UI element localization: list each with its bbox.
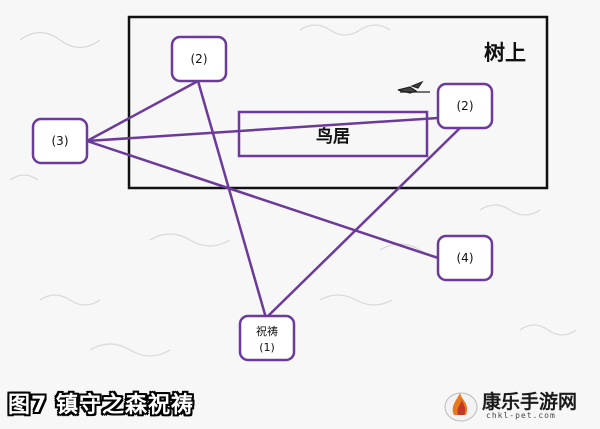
path-line-3-to-4 bbox=[86, 139, 439, 260]
figure-caption: 图7 镇守之森祝祷 bbox=[8, 393, 194, 418]
node-4-label: (4) bbox=[457, 251, 474, 265]
caption-bar: 图7 镇守之森祝祷 康乐手游网 chkl-pet.com bbox=[0, 381, 600, 429]
tree-region-frame bbox=[127, 15, 549, 190]
path-line-3-to-2b bbox=[86, 116, 439, 143]
torii-label: 鸟居 bbox=[316, 126, 350, 147]
bird-sketch-icon bbox=[397, 80, 430, 94]
flame-logo-icon bbox=[444, 392, 478, 422]
node-1-title: 祝祷 bbox=[256, 324, 278, 338]
tree-region-label: 树上 bbox=[484, 41, 526, 65]
node-2b: (2) bbox=[436, 82, 494, 130]
watermark-name: 康乐手游网 bbox=[482, 391, 578, 413]
site-watermark: 康乐手游网 chkl-pet.com bbox=[442, 383, 592, 427]
node-2a: (2) bbox=[170, 35, 228, 83]
watermark-url: chkl-pet.com bbox=[486, 411, 556, 420]
path-line-3-to-2a bbox=[86, 79, 199, 143]
torii-box bbox=[237, 110, 429, 158]
path-line-2b-to-1 bbox=[265, 127, 461, 319]
node-1-label: (1) bbox=[259, 341, 275, 354]
node-3-label: (3) bbox=[52, 134, 69, 148]
node-4: (4) bbox=[436, 234, 494, 282]
node-3: (3) bbox=[31, 117, 89, 165]
node-2a-label: (2) bbox=[191, 52, 208, 66]
node-1-prayer: 祝祷 (1) bbox=[238, 314, 296, 362]
node-2b-label: (2) bbox=[457, 99, 474, 113]
path-line-2a-to-1 bbox=[196, 80, 268, 319]
